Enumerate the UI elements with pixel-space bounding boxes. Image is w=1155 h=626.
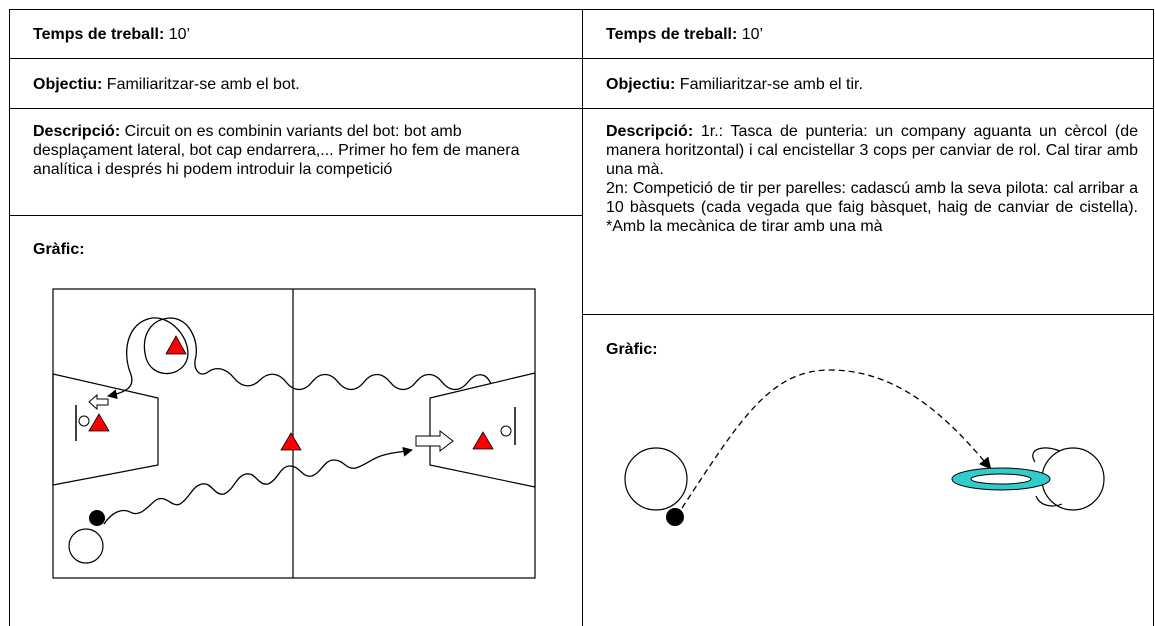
- right-objective-label: Objectiu:: [606, 76, 676, 93]
- table-right-border: [1153, 9, 1154, 626]
- right-time-cell: Temps de treball: 10’: [606, 25, 1136, 45]
- left-time-value: 10’: [168, 26, 191, 43]
- left-objective-value: Familiaritzar-se amb el bot.: [106, 76, 300, 93]
- cone-left-key: [88, 413, 110, 432]
- row-divider-2: [9, 108, 1154, 109]
- right-objective-cell: Objectiu: Familiaritzar-se amb el tir.: [606, 75, 1136, 95]
- table-left-border: [9, 9, 10, 626]
- right-key: [429, 372, 536, 488]
- ball-start: [89, 510, 105, 526]
- left-hoop: [78, 415, 90, 427]
- right-graphic-label: Gràfic:: [606, 341, 658, 358]
- left-graphic-label: Gràfic:: [33, 241, 85, 258]
- shot-trajectory: [681, 369, 992, 509]
- left-description-cell: Descripció: Circuit on es combinin varia…: [33, 122, 555, 214]
- row-divider-1: [9, 58, 1154, 59]
- ball: [666, 508, 684, 526]
- cone-top: [165, 335, 187, 355]
- left-objective-cell: Objectiu: Familiaritzar-se amb el bot.: [33, 75, 563, 95]
- cone-center: [280, 432, 302, 451]
- shooter: [624, 447, 688, 511]
- partner-arm: [1032, 447, 1063, 463]
- left-description-value: Circuit on es combinin variants del bot:…: [33, 123, 520, 178]
- right-description-paragraph-2: 2n: Competició de tir per parelles: cada…: [606, 180, 1138, 235]
- right-description-divider: [582, 314, 1154, 315]
- table-middle-border: [582, 9, 583, 626]
- left-key: [52, 373, 159, 486]
- left-graphic-label-cell: Gràfic:: [33, 240, 233, 260]
- cone-right-key: [472, 431, 494, 450]
- right-objective-value: Familiaritzar-se amb el tir.: [679, 76, 863, 93]
- dribble-path-top: [107, 317, 492, 400]
- right-graphic-label-cell: Gràfic:: [606, 340, 806, 360]
- right-lateral-arrow: [415, 429, 454, 453]
- player-start: [68, 528, 104, 564]
- partner-arm-lower: [1035, 495, 1063, 507]
- table-top-border: [9, 9, 1154, 10]
- right-time-label: Temps de treball:: [606, 26, 738, 43]
- left-court-diagram: [52, 288, 536, 579]
- dribble-path-bottom: [103, 446, 413, 525]
- hoop-hole: [970, 473, 1032, 485]
- right-hoop: [500, 425, 512, 437]
- right-description-cell: Descripció: 1r.: Tasca de punteria: un c…: [606, 122, 1138, 313]
- left-time-cell: Temps de treball: 10’: [33, 25, 563, 45]
- right-description-value: 1r.: Tasca de punteria: un company aguan…: [606, 123, 1138, 178]
- left-description-label: Descripció:: [33, 123, 121, 140]
- right-time-value: 10’: [741, 26, 764, 43]
- left-lateral-arrow: [88, 393, 109, 411]
- partner: [1041, 447, 1105, 511]
- right-description-paragraph-1: Descripció: 1r.: Tasca de punteria: un c…: [606, 122, 1138, 179]
- left-objective-label: Objectiu:: [33, 76, 103, 93]
- left-time-label: Temps de treball:: [33, 26, 165, 43]
- left-description-divider: [9, 215, 583, 216]
- right-description-label: Descripció:: [606, 123, 694, 140]
